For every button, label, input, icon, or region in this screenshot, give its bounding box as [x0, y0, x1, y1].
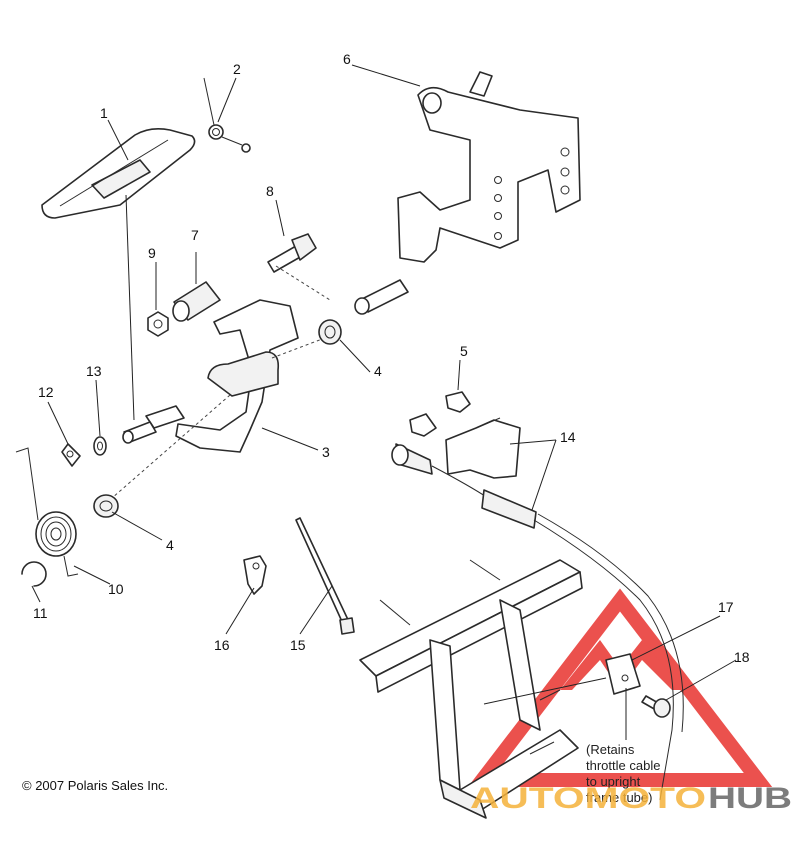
- part-snap-ring: [21, 561, 47, 587]
- watermark-text-automoto: AUTOMOTO: [470, 782, 706, 815]
- part-pedal-lever: [111, 299, 331, 499]
- part-pivot-pins: [409, 391, 471, 437]
- part-throttle-cable: [391, 417, 684, 801]
- part-return-spring: [15, 447, 79, 577]
- callout-18: 18: [734, 649, 750, 665]
- part-cable-retainer-clip: [483, 653, 641, 705]
- part-torsion-spring-small: [203, 77, 251, 153]
- part-nut: [147, 311, 169, 337]
- callout-16: 16: [214, 637, 230, 653]
- note-line-3: to upright: [586, 774, 641, 789]
- callout-6: 6: [343, 51, 351, 67]
- part-sleeve-tube: [172, 281, 221, 322]
- part-cable-tie: [295, 517, 355, 635]
- callout-4-lower: 4: [166, 537, 174, 553]
- part-mounting-bracket: [354, 71, 581, 315]
- part-rivet: [641, 695, 671, 718]
- part-pedal-pad: [41, 128, 196, 421]
- callout-7: 7: [191, 227, 199, 243]
- note-line-2: throttle cable: [586, 758, 660, 773]
- callout-15: 15: [290, 637, 306, 653]
- callout-17: 17: [718, 599, 734, 615]
- part-bolt: [267, 233, 331, 301]
- callout-leaders: [31, 64, 737, 740]
- note-line-4: frame tube): [586, 790, 652, 805]
- part-washer: [93, 436, 107, 456]
- watermark-text-hub: HUB: [708, 782, 792, 815]
- callout-13: 13: [86, 363, 102, 379]
- callout-2: 2: [233, 61, 241, 77]
- callout-12: 12: [38, 384, 54, 400]
- part-upright-frame: [359, 559, 583, 819]
- watermark-text: AUTOMOTO HUB: [470, 782, 792, 815]
- part-bushing-lower: [93, 494, 119, 518]
- callout-11: 11: [33, 605, 48, 621]
- copyright-notice: © 2007 Polaris Sales Inc.: [22, 778, 168, 793]
- callout-8: 8: [266, 183, 274, 199]
- retention-note: (Retains throttle cable to upright frame…: [586, 742, 660, 805]
- part-bushing-upper: [318, 319, 342, 345]
- part-cable-lock: [243, 555, 267, 595]
- callout-14: 14: [560, 429, 576, 445]
- callout-9: 9: [148, 245, 156, 261]
- callout-1: 1: [100, 105, 108, 121]
- callout-5: 5: [460, 343, 468, 359]
- note-line-1: (Retains: [586, 742, 635, 757]
- callout-3: 3: [322, 444, 330, 460]
- part-clip: [61, 443, 81, 467]
- callout-4-upper: 4: [374, 363, 382, 379]
- callout-10: 10: [108, 581, 124, 597]
